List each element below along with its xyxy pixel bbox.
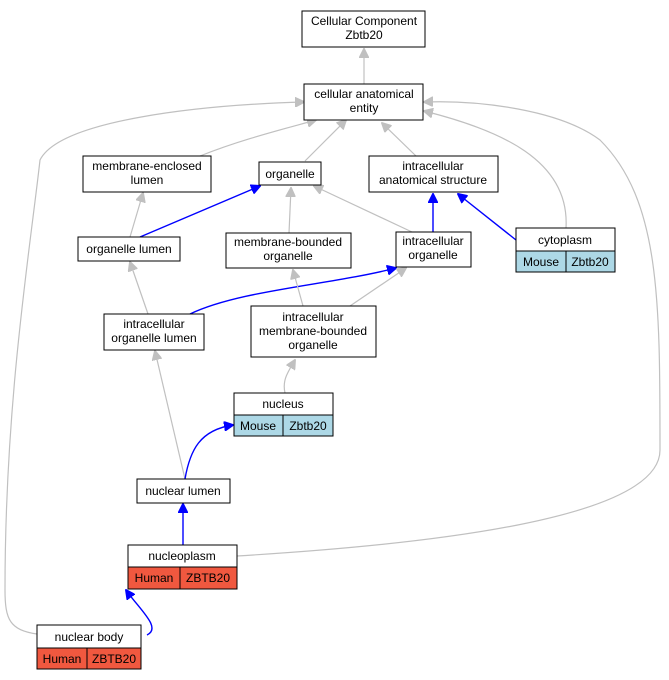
node-label-line1: cellular anatomical <box>314 87 413 101</box>
node-membrane-enclosed-lumen[interactable]: membrane-enclosed lumen <box>82 155 212 193</box>
node-label-line1: intracellular <box>123 317 184 331</box>
node-label-line2: organelle <box>408 248 458 262</box>
node-cellular-component[interactable]: Cellular Component Zbtb20 <box>301 10 426 48</box>
node-label-line1: intracellular <box>402 234 463 248</box>
node-cellular-anatomical-entity[interactable]: cellular anatomical entity <box>303 83 424 121</box>
node-label-line2: Zbtb20 <box>345 28 383 42</box>
edge-ol-to-org-partof <box>139 186 260 238</box>
edge-imbo-to-io <box>349 268 406 307</box>
node-label-line1: membrane-enclosed <box>92 159 201 173</box>
node-label-line1: nuclear body <box>55 630 124 644</box>
node-label-line2: lumen <box>131 173 164 187</box>
node-organelle[interactable]: organelle <box>258 161 322 186</box>
node-label-line1: Cellular Component <box>311 14 418 28</box>
edges <box>4 49 661 636</box>
node-label-line1: nuclear lumen <box>145 484 220 498</box>
edge-mbo-to-org <box>289 188 291 234</box>
edge-org-to-cae <box>304 120 346 162</box>
edge-imbo-to-mbo <box>293 270 304 307</box>
gene-cell <box>565 250 616 273</box>
edge-nl-to-iol <box>155 351 186 480</box>
gene-label: ZBTB20 <box>186 571 230 585</box>
node-intracellular-organelle-lumen[interactable]: intracellular organelle lumen <box>103 313 205 351</box>
edge-iol-to-ol <box>130 262 149 315</box>
edge-nl-to-nucleus-partof <box>184 425 233 480</box>
edge-nucleoplasm-to-cae <box>236 102 661 557</box>
species-label: Human <box>43 652 82 666</box>
gene-label: Zbtb20 <box>571 255 609 269</box>
node-label-line1: intracellular <box>282 310 343 324</box>
species-label: Mouse <box>240 419 276 433</box>
node-nucleoplasm[interactable]: nucleoplasm Human ZBTB20 <box>127 544 238 590</box>
node-intracellular-membrane-bounded-organelle[interactable]: intracellular membrane-bounded organelle <box>250 305 377 358</box>
node-label-line3: organelle <box>288 338 338 352</box>
node-organelle-lumen[interactable]: organelle lumen <box>77 236 181 262</box>
edge-cyto-to-cae <box>424 111 567 229</box>
node-nuclear-body[interactable]: nuclear body Human ZBTB20 <box>36 624 142 670</box>
edge-nucleus-to-imbo <box>283 360 295 394</box>
node-label-line1: intracellular <box>402 159 463 173</box>
node-label-line1: membrane-bounded <box>234 235 342 249</box>
node-label-line1: cytoplasm <box>538 233 592 247</box>
species-label: Human <box>135 571 174 585</box>
gene-cell <box>86 647 142 670</box>
node-label-line2: entity <box>350 101 379 115</box>
nodes: Cellular Component Zbtb20 cellular anato… <box>36 10 616 670</box>
node-label-line2: organelle <box>263 249 313 263</box>
node-label-line2: organelle lumen <box>111 331 196 345</box>
edge-iol-to-io-partof <box>189 268 396 315</box>
node-label-line1: organelle <box>265 167 315 181</box>
species-label: Mouse <box>523 255 559 269</box>
node-nuclear-lumen[interactable]: nuclear lumen <box>136 478 231 504</box>
node-label-line1: nucleoplasm <box>148 549 215 563</box>
node-nucleus[interactable]: nucleus Mouse Zbtb20 <box>233 392 334 437</box>
node-intracellular-organelle[interactable]: intracellular organelle <box>395 231 472 268</box>
gene-label: Zbtb20 <box>289 419 327 433</box>
edge-ol-to-mel <box>129 193 143 238</box>
node-label-line2: anatomical structure <box>379 173 487 187</box>
node-label-line2: membrane-bounded <box>259 324 367 338</box>
node-membrane-bounded-organelle[interactable]: membrane-bounded organelle <box>225 232 352 269</box>
edge-nuclearbody-to-nucleoplasm-partof <box>126 590 153 636</box>
node-cytoplasm[interactable]: cytoplasm Mouse Zbtb20 <box>515 227 616 273</box>
edge-mel-to-cae <box>199 120 316 157</box>
edge-io-to-org <box>314 186 413 233</box>
edge-ias-to-cae <box>382 123 417 157</box>
node-label-line1: organelle lumen <box>86 242 171 256</box>
edge-cyto-to-ias-partof <box>458 194 517 241</box>
edge-nuclearbody-to-cae <box>4 102 304 635</box>
gene-cell <box>179 566 238 590</box>
node-intracellular-anatomical-structure[interactable]: intracellular anatomical structure <box>368 155 499 193</box>
node-label-line1: nucleus <box>262 397 303 411</box>
gene-cell <box>282 414 334 437</box>
gene-label: ZBTB20 <box>92 652 136 666</box>
